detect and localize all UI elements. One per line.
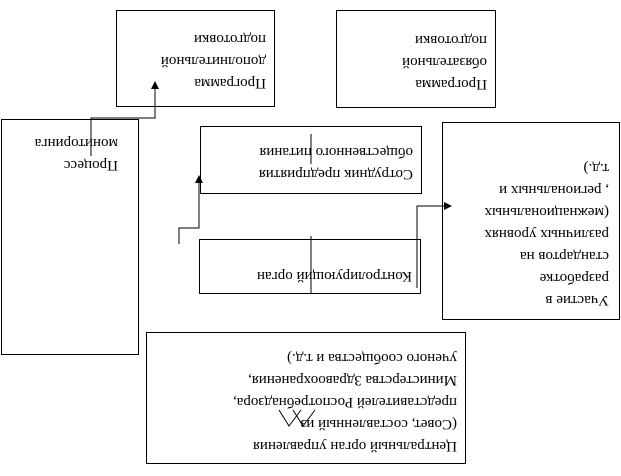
connector-central-to-participation <box>292 409 316 427</box>
connector-monitoring-to-training <box>90 81 159 156</box>
connector-monitoring-to-control <box>178 175 203 244</box>
connector-control-to-monitoring <box>416 202 452 288</box>
connector-central-to-mandatory <box>278 409 302 427</box>
